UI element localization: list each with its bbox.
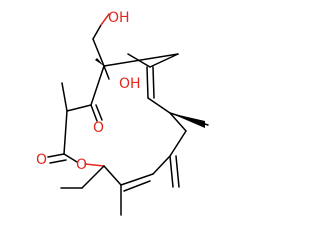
bond-c1-oh: [103, 65, 110, 80]
bond-alpha-methyl: [61, 82, 68, 112]
bond-ch2-ch: [169, 112, 187, 132]
atom-label-ketone-o: O: [93, 120, 104, 136]
bond-oc-ethyl-ch2: [81, 165, 105, 189]
bond-ketone-co-2: [95, 104, 103, 121]
stereo-wedge-methyl: [170, 113, 205, 128]
molecule-structure: OH OH O O O: [36, 10, 209, 216]
bond-ketone-co: [90, 104, 98, 122]
atom-label-lactone-carbonyl-o: O: [36, 152, 47, 168]
bond-methylene-b: [175, 155, 180, 188]
bond-alpha-lactone-c: [63, 110, 68, 155]
bond-alkene-bridge: [149, 53, 179, 68]
bond-ch-alkene: [147, 97, 171, 114]
atom-label-ring-hydroxy-oh: OH: [119, 76, 141, 92]
bond-bridge-c1: [103, 53, 179, 67]
bond-ring-o-c: [84, 163, 105, 167]
bond-ch2-o-hetero: [100, 13, 110, 26]
bond-upper-alkene-b: [152, 66, 155, 99]
atom-label-hydroxymethyl-oh: OH: [108, 10, 130, 26]
bond-upper-alkene-a: [146, 66, 149, 99]
bond-c1-ch2: [92, 38, 105, 67]
bond-alkene-ch: [152, 155, 171, 175]
stereo-wedge-c1: [95, 58, 104, 66]
bond-c-ch2-ring: [169, 130, 187, 157]
bond-ketone-alpha: [66, 104, 92, 112]
bond-ch2-o-carbon: [92, 24, 102, 40]
atom-label-lactone-ring-o: O: [76, 157, 87, 173]
bond-lower-alkene-a: [120, 173, 154, 186]
bond-lactone-c-o-double-b: [49, 159, 67, 164]
bond-oc-alkene-c: [103, 165, 122, 186]
bond-methylene-a: [169, 155, 174, 188]
bond-lower-alkene-b: [123, 180, 151, 192]
bond-lactone-c-ring-o: [63, 153, 78, 163]
bond-c1-ketone-c: [90, 65, 105, 106]
structure-canvas: OH OH O O O: [36, 10, 209, 216]
bond-lactone-c-o-double-a: [47, 153, 65, 158]
